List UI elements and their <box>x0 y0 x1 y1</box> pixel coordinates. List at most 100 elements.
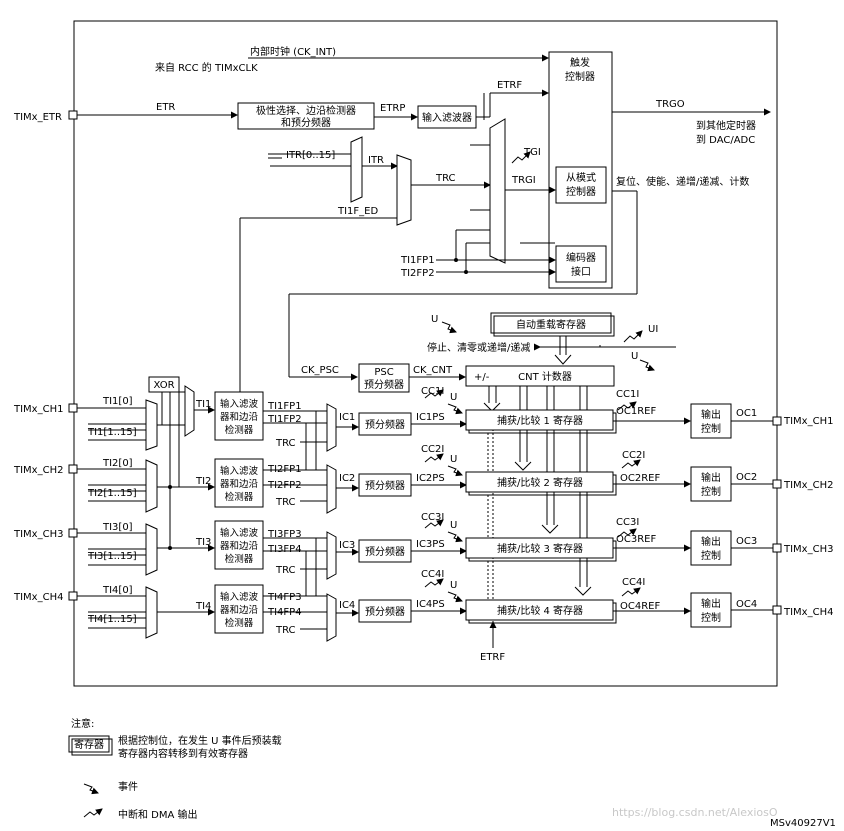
signal-oc4ref: OC4REF <box>620 601 660 612</box>
signal-oc3ref: OC3REF <box>616 534 656 545</box>
signal-u-autoreload: U <box>431 314 438 325</box>
signal-ck-cnt: CK_CNT <box>413 365 453 376</box>
encoder-label-1: 编码器 <box>566 251 596 264</box>
ch4-ti4fp4: TI4FP4 <box>267 607 302 618</box>
ch1-out-label-2: 控制 <box>701 422 721 435</box>
slave-outputs-label: 复位、使能、递增/递减、计数 <box>616 175 749 188</box>
ch4-trc: TRC <box>275 625 296 636</box>
ch1-ti1fp1: TI1FP1 <box>267 401 302 412</box>
signal-itr: ITR <box>368 155 384 166</box>
slave-label-2: 控制器 <box>566 185 596 198</box>
signal-ti1fp1: TI1FP1 <box>400 255 435 266</box>
trgi-mux <box>489 118 506 264</box>
pin-etr-box <box>68 110 78 120</box>
u-ch4: U <box>450 580 457 591</box>
signal-ic3ps: IC3PS <box>416 539 445 550</box>
signal-trgi: TRGI <box>511 175 536 186</box>
signal-ti2: TI2 <box>195 476 211 487</box>
ch2-ti2fp2: TI2FP2 <box>267 480 302 491</box>
ch3-ic-mux <box>326 531 337 580</box>
legend-register-shadow <box>71 738 113 756</box>
ch1-filter: 输入滤波 器和边沿 检测器 <box>214 391 264 441</box>
signal-ic2: IC2 <box>339 473 355 484</box>
pin-ch2-out: TIMx_CH2 <box>783 480 833 491</box>
signal-ti3-0: TI3[0] <box>102 522 133 533</box>
ch4-input-mux <box>145 586 158 639</box>
ch2-output-control: 输出 控制 <box>690 466 732 502</box>
legend-irq-label: 中断和 DMA 输出 <box>118 808 198 821</box>
pin-ch3-out: TIMx_CH3 <box>783 544 833 555</box>
signal-oc2: OC2 <box>736 472 757 483</box>
encoder-box <box>555 245 607 283</box>
cc3-register: 捕获/比较 3 寄存器 <box>465 537 617 562</box>
ch1-ic-mux <box>326 403 337 452</box>
signal-tgi: TGI <box>523 147 541 158</box>
itr-mux <box>350 136 363 203</box>
watermark: https://blog.csdn.net/AlexiosO <box>612 806 778 819</box>
signal-ti3-115: TI3[1..15] <box>87 551 137 562</box>
pin-ch2-out-box <box>772 479 782 489</box>
pin-ch3-in-box <box>68 528 78 538</box>
cc4i-right: CC4I <box>622 577 645 588</box>
ch2-ic-mux <box>326 464 337 514</box>
ch2-out-label-1: 输出 <box>701 471 721 484</box>
signal-itr-input: ITR[0..15] <box>286 150 335 161</box>
pin-etr: TIMx_ETR <box>13 112 62 123</box>
signal-etrp: ETRP <box>380 103 405 114</box>
signal-oc2ref: OC2REF <box>620 473 660 484</box>
ch2-trc: TRC <box>275 497 296 508</box>
signal-ti1-0: TI1[0] <box>102 396 133 407</box>
signal-ti1-115: TI1[1..15] <box>87 427 137 438</box>
cnt-updown: +/- <box>474 372 490 383</box>
signal-ti1: TI1 <box>195 399 211 410</box>
signal-trgo: TRGO <box>655 99 685 110</box>
polarity-label-1: 极性选择、边沿检测器 <box>256 104 356 117</box>
signal-etr: ETR <box>156 102 175 113</box>
ch3-trc: TRC <box>275 565 296 576</box>
signal-trc: TRC <box>435 173 456 184</box>
ch1-trc: TRC <box>275 438 296 449</box>
cc4-register: 捕获/比较 4 寄存器 <box>465 599 617 624</box>
ch3-out-label-1: 输出 <box>701 535 721 548</box>
signal-ic1: IC1 <box>339 412 355 423</box>
signal-oc3: OC3 <box>736 536 757 547</box>
timer-frame <box>73 20 778 687</box>
ch4-filter-label-1: 输入滤波 <box>220 591 259 603</box>
pin-ch1-out-box <box>772 416 782 426</box>
signal-u-event: U <box>631 351 638 362</box>
psc-label-1: PSC <box>374 367 393 378</box>
pin-ch1-out: TIMx_CH1 <box>783 416 833 427</box>
cc2-label: 捕获/比较 2 寄存器 <box>497 476 583 489</box>
ti1-mux <box>184 385 195 437</box>
signal-ti2-115: TI2[1..15] <box>87 488 137 499</box>
pin-ch4-in-box <box>68 591 78 601</box>
trigger-label-2: 控制器 <box>565 70 595 83</box>
legend-register-sample <box>68 735 110 753</box>
ch4-ic-mux <box>326 593 337 642</box>
ch1-out-label-1: 输出 <box>701 408 721 421</box>
auto-reload-label: 自动重载寄存器 <box>516 318 586 331</box>
pin-ch2-in-box <box>68 464 78 474</box>
slave-label-1: 从模式 <box>566 171 596 184</box>
cc1-register: 捕获/比较 1 寄存器 <box>465 409 617 434</box>
signal-ti4-115: TI4[1..15] <box>87 614 137 625</box>
ch4-filter-label-3: 检测器 <box>225 617 254 629</box>
signal-ic2ps: IC2PS <box>416 473 445 484</box>
polarity-select-box <box>237 102 375 130</box>
figure-id: MSv40927V1 <box>770 818 836 829</box>
signal-ti3: TI3 <box>195 537 211 548</box>
ch1-ti1fp2: TI1FP2 <box>267 414 302 425</box>
legend-event-icon <box>83 783 99 795</box>
signal-ck-psc: CK_PSC <box>301 365 339 376</box>
legend-title: 注意: <box>71 717 94 730</box>
ch4-ti4fp3: TI4FP3 <box>267 592 302 603</box>
ch2-input-mux <box>145 459 158 513</box>
pin-ch4-in: TIMx_CH4 <box>13 592 63 603</box>
ch2-out-label-2: 控制 <box>701 485 721 498</box>
ch1-filter-label-3: 检测器 <box>225 424 254 436</box>
signal-ti2-0: TI2[0] <box>102 458 133 469</box>
pin-ch3-out-box <box>772 543 782 553</box>
cc4i-left: CC4I <box>421 569 444 580</box>
ch4-out-label-1: 输出 <box>701 597 721 610</box>
